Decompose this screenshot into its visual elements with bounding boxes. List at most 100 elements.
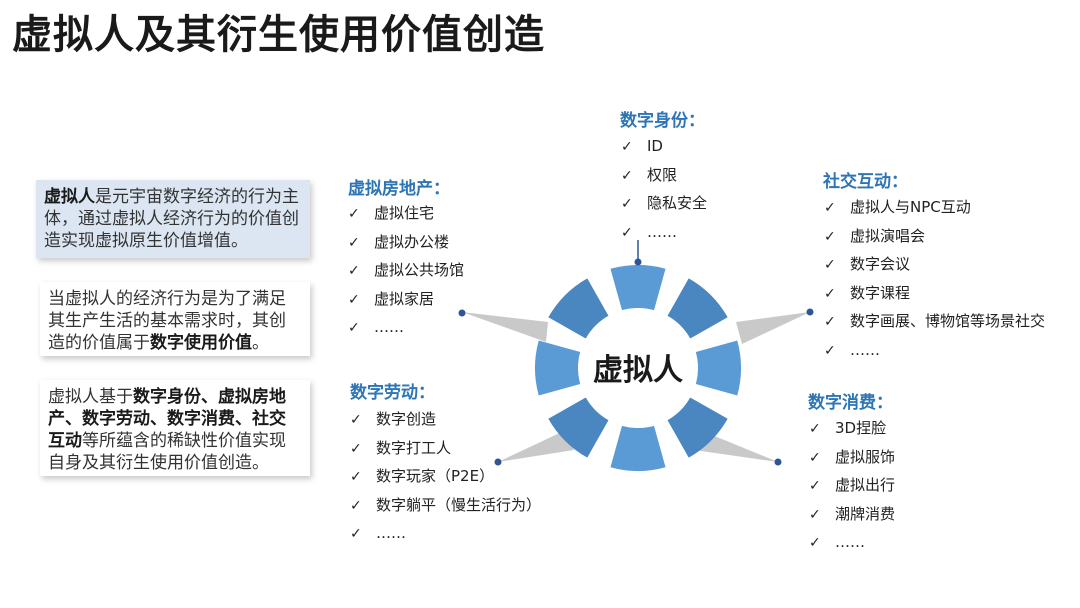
list-item-label: 数字课程 <box>850 283 911 302</box>
list-item: ✓ 数字躺平（慢生活行为） <box>350 491 541 520</box>
segment-top <box>610 265 666 311</box>
category-title-consumption: 数字消费： <box>808 393 893 413</box>
list-item: ✓ …… <box>809 528 895 557</box>
segment-upper-left <box>548 278 609 339</box>
list-item-label: 数字躺平（慢生活行为） <box>376 495 542 514</box>
category-title-social: 社交互动： <box>823 172 908 192</box>
note-text: 。 <box>252 333 269 353</box>
check-icon: ✓ <box>621 224 633 241</box>
check-icon: ✓ <box>824 285 836 302</box>
note-text: 等所蕴含的稀缺性价值实现自身及其衍生使用价值创造。 <box>48 431 286 473</box>
list-item: ✓ 数字课程 <box>824 279 1045 308</box>
list-item: ✓ …… <box>350 519 541 548</box>
check-icon: ✓ <box>824 200 836 216</box>
note-emphasis: 虚拟人 <box>44 187 95 207</box>
check-icon: ✓ <box>809 449 821 466</box>
list-item-label: 权限 <box>647 165 678 184</box>
list-item-label: 潮牌消费 <box>835 504 896 523</box>
check-icon: ✓ <box>350 497 362 514</box>
list-item-label: 数字会议 <box>850 255 911 273</box>
note-emphasis: 数字使用价值 <box>150 333 252 353</box>
list-item: ✓数字画展、博物馆等场景社交 <box>824 307 1045 336</box>
list-item-label: …… <box>376 524 406 542</box>
list-item-label: 虚拟人与NPC互动 <box>850 198 971 216</box>
check-icon: ✓ <box>621 139 633 155</box>
check-icon: ✓ <box>809 535 821 551</box>
check-icon: ✓ <box>621 196 633 212</box>
list-item-label: 隐私安全 <box>647 194 708 212</box>
check-icon: ✓ <box>824 257 836 273</box>
list-item: ✓ …… <box>824 336 1045 365</box>
note-emphasis: 数字身份、虚拟房地产、数字劳动、数字消费、社交互动 <box>48 387 286 451</box>
list-item: ✓ 数字会议 <box>824 250 1045 279</box>
check-icon: ✓ <box>348 263 360 279</box>
center-label: 虚拟人 <box>593 353 683 388</box>
list-item-label: 虚拟出行 <box>835 476 896 494</box>
connector-social-dot <box>806 308 814 316</box>
list-item-label: 虚拟家居 <box>374 289 435 308</box>
list-identity: ✓ ID ✓权限 ✓ 隐私安全 ✓ …… <box>621 132 707 246</box>
list-item-label: …… <box>835 533 865 551</box>
list-item: ✓虚拟办公楼 <box>348 228 464 257</box>
note-text: 当虚拟人的经济行为是为了满足其生产生活的基本需求时，其创造的价值属于 <box>48 289 286 353</box>
list-item: ✓ 虚拟住宅 <box>348 199 464 228</box>
connector-social <box>736 312 810 344</box>
list-real-estate: ✓虚拟住宅✓虚拟办公楼✓虚拟公共场馆✓虚拟家居✓…… <box>348 199 464 342</box>
ring-segments <box>535 265 741 471</box>
list-item: ✓ ID <box>621 132 707 161</box>
list-item: ✓数字打工人 <box>350 434 541 463</box>
list-item: ✓3D捏脸 <box>809 414 895 443</box>
check-icon: ✓ <box>350 412 362 428</box>
list-item-label: …… <box>374 318 404 336</box>
category-title-real-estate: 虚拟房地产： <box>348 179 450 199</box>
list-consumption: ✓3D捏脸✓虚拟服饰✓虚拟出行✓潮牌消费✓…… <box>809 414 895 557</box>
note-text: 虚拟人基于 <box>48 387 133 407</box>
list-item-label: 数字玩家（P2E） <box>376 467 495 485</box>
check-icon: ✓ <box>350 526 362 542</box>
list-item: ✓ 数字玩家（P2E） <box>350 462 541 491</box>
check-icon: ✓ <box>809 478 821 494</box>
list-item-label: 虚拟住宅 <box>374 204 435 222</box>
page-title: 虚拟人及其衍生使用价值创造 <box>12 12 545 58</box>
note-text: 是元宇宙数字经济的行为主体，通过虚拟人经济行为的价值创造实现虚拟原生价值增值。 <box>44 187 299 251</box>
category-title-identity: 数字身份： <box>620 111 705 131</box>
connector-real-estate <box>462 312 548 342</box>
list-item-label: 虚拟办公楼 <box>374 232 450 251</box>
list-item: ✓虚拟公共场馆 <box>348 256 464 285</box>
check-icon: ✓ <box>824 342 836 359</box>
list-item: ✓ 虚拟人与NPC互动 <box>824 193 1045 222</box>
check-icon: ✓ <box>348 206 360 222</box>
segment-upper-right <box>667 278 728 339</box>
check-icon: ✓ <box>350 469 362 485</box>
list-item-label: 虚拟服饰 <box>835 447 896 466</box>
list-item: ✓ …… <box>621 218 707 247</box>
segment-lower-right <box>667 397 728 458</box>
list-item-label: …… <box>647 222 677 241</box>
list-item: ✓ 潮牌消费 <box>809 500 895 529</box>
check-icon: ✓ <box>824 314 836 330</box>
list-item: ✓数字创造 <box>350 405 541 434</box>
connector-labor <box>498 430 574 462</box>
note-virtual-human-definition: 虚拟人是元宇宙数字经济的行为主体，通过虚拟人经济行为的价值创造实现虚拟原生价值增… <box>36 180 310 258</box>
note-digital-use-value: 当虚拟人的经济行为是为了满足其生产生活的基本需求时，其创造的价值属于数字使用价值… <box>40 282 310 356</box>
list-item: ✓ 虚拟演唱会 <box>824 222 1045 251</box>
list-labor: ✓数字创造✓数字打工人 ✓ 数字玩家（P2E） ✓ 数字躺平（慢生活行为） ✓ …… <box>350 405 541 548</box>
list-item: ✓ 虚拟服饰 <box>809 443 895 472</box>
list-item-label: 虚拟演唱会 <box>850 226 926 245</box>
list-item-label: …… <box>850 340 880 359</box>
note-value-creation: 虚拟人基于数字身份、虚拟房地产、数字劳动、数字消费、社交互动等所蕴含的稀缺性价值… <box>40 380 310 476</box>
check-icon: ✓ <box>348 291 360 308</box>
segment-lower-left <box>548 397 609 458</box>
segment-left <box>535 340 581 396</box>
connector-consumption <box>694 430 778 462</box>
list-item: ✓ 虚拟家居 <box>348 285 464 314</box>
check-icon: ✓ <box>809 506 821 523</box>
check-icon: ✓ <box>348 320 360 336</box>
check-icon: ✓ <box>824 228 836 245</box>
list-item: ✓权限 <box>621 161 707 190</box>
connector-consumption-dot <box>774 458 782 466</box>
connector-dots <box>458 240 814 466</box>
check-icon: ✓ <box>809 421 821 437</box>
list-item-label: ID <box>647 137 663 155</box>
